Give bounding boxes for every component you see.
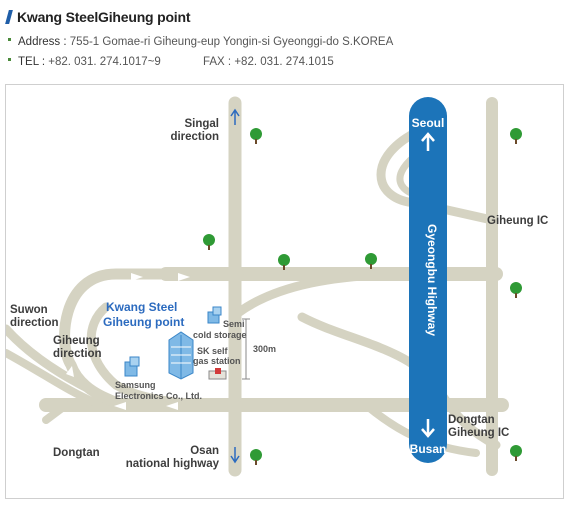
sk-label-line2: gas station — [193, 356, 241, 366]
suwon-label-line2: direction — [10, 317, 59, 329]
suwon-lower-ramp — [6, 349, 100, 407]
page-title: Kwang SteelGiheung point — [5, 7, 191, 27]
giheung-label-line1: Giheung — [53, 335, 100, 347]
road-arrow-icon — [78, 297, 86, 309]
fax-value: +82. 031. 274.1015 — [234, 56, 334, 68]
trees — [203, 128, 522, 465]
tree-icon — [510, 282, 522, 298]
samsung-label-line2: Electronics Co., Ltd. — [115, 391, 202, 401]
gas-station — [208, 368, 227, 380]
sk-label-line1: SK self — [197, 346, 229, 356]
distance-label: 300m — [253, 344, 276, 354]
road-arrows — [66, 273, 190, 410]
arrow-down-icon — [230, 447, 240, 464]
osan-label-line1: Osan — [190, 445, 219, 457]
suwon-label-line1: Suwon — [10, 304, 48, 316]
semi-label-line1: Semi — [223, 319, 245, 329]
dongtan-ic-label-line1: Dongtan — [448, 414, 495, 426]
fax-label: FAX : — [203, 56, 232, 68]
address-line: Address : 755-1 Gomae-ri Giheung-eup Yon… — [8, 36, 393, 48]
inner-loop — [86, 302, 243, 410]
address-label: Address : — [18, 36, 67, 48]
blue-arrows — [230, 108, 240, 464]
title-accent — [5, 10, 13, 24]
arrow-up-icon — [421, 132, 435, 151]
tree-icon — [365, 253, 377, 269]
highway-south-label: Busan — [410, 442, 447, 456]
road-arrow-icon — [114, 402, 126, 410]
company-label-line1: Kwang Steel — [106, 300, 177, 314]
fax-line: FAX : +82. 031. 274.1015 — [203, 56, 334, 68]
map-canvas: Seoul Gyeongbu Highway Busan — [6, 96, 548, 477]
tel-line: TEL : +82. 031. 274.1017~9 — [8, 56, 161, 68]
samsung-building — [124, 356, 140, 377]
tel-value: +82. 031. 274.1017~9 — [48, 56, 161, 68]
highway-north-label: Seoul — [412, 116, 445, 130]
semi-label-line2: cold storage — [193, 330, 247, 340]
gyeongbu-highway: Seoul Gyeongbu Highway Busan — [409, 97, 447, 463]
road-arrow-icon — [66, 366, 74, 377]
title-text: Kwang SteelGiheung point — [17, 9, 191, 25]
tree-icon — [510, 128, 522, 144]
distance-marker — [242, 318, 250, 380]
highway-name: Gyeongbu Highway — [425, 224, 439, 336]
center-connector — [233, 269, 421, 318]
company-label-line2: Giheung point — [103, 315, 184, 329]
giheung-ic-label: Giheung IC — [487, 215, 548, 227]
arrow-up-icon — [230, 108, 240, 125]
road-arrow-icon — [166, 402, 178, 410]
dongtan-label: Dongtan — [53, 447, 100, 459]
singal-label-line2: direction — [170, 131, 219, 143]
tree-icon — [250, 128, 262, 144]
kwang-steel-building — [168, 331, 194, 380]
giheung-label-line2: direction — [53, 348, 102, 360]
tree-icon — [510, 445, 522, 461]
samsung-label-line1: Samsung — [115, 380, 156, 390]
tree-icon — [278, 254, 290, 270]
location-map: Seoul Gyeongbu Highway Busan — [5, 84, 564, 499]
osan-label-line2: national highway — [126, 458, 220, 470]
bullet-icon — [8, 38, 11, 42]
dongtan-spur — [42, 401, 70, 424]
highway-band — [409, 97, 447, 463]
address-value: 755-1 Gomae-ri Giheung-eup Yongin-si Gye… — [69, 36, 394, 48]
dongtan-ic-label-line2: Giheung IC — [448, 427, 509, 439]
singal-label-line1: Singal — [184, 118, 219, 130]
bullet-icon — [8, 58, 11, 62]
road-arrow-icon — [178, 273, 190, 281]
semi-cold-storage — [207, 306, 222, 324]
tree-icon — [203, 234, 215, 250]
tree-icon — [250, 449, 262, 465]
suwon-ramp — [6, 324, 129, 410]
arrow-down-icon — [421, 419, 435, 438]
tel-label: TEL : — [18, 56, 46, 68]
road-arrow-icon — [131, 273, 143, 281]
